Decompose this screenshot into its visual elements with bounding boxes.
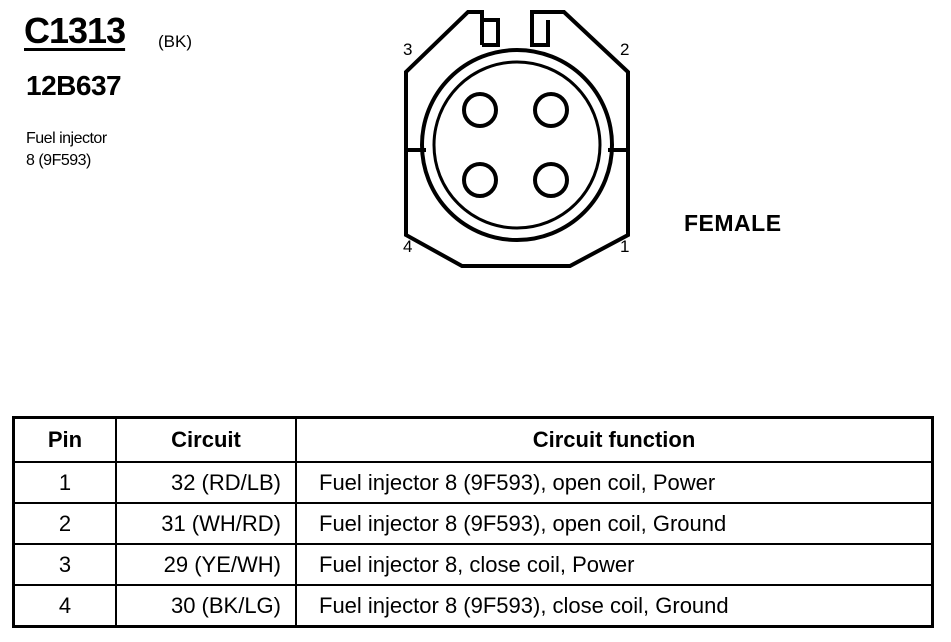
- connector-gender-label: FEMALE: [684, 210, 782, 236]
- pin-label-1: 1: [620, 237, 629, 256]
- connector-id: C1313: [24, 10, 126, 51]
- component-description-line: Fuel injector: [26, 130, 107, 147]
- cell-pin: 2: [12, 502, 117, 545]
- table-row: 4 30 (BK/LG) Fuel injector 8 (9F593), cl…: [12, 584, 934, 628]
- pin-cavity-4: [462, 162, 498, 198]
- cell-function: Fuel injector 8 (9F593), open coil, Powe…: [295, 461, 934, 504]
- table-row: 3 29 (YE/WH) Fuel injector 8, close coil…: [12, 543, 934, 586]
- table-row: 1 32 (RD/LB) Fuel injector 8 (9F593), op…: [12, 461, 934, 504]
- part-number: 12B637: [26, 70, 122, 101]
- pin-label-2: 2: [620, 40, 629, 59]
- cell-circuit: 32 (RD/LB): [115, 461, 297, 504]
- cell-function: Fuel injector 8 (9F593), close coil, Gro…: [295, 584, 934, 628]
- cell-pin: 4: [12, 584, 117, 628]
- connector-housing-outline: [404, 10, 630, 268]
- cell-function: Fuel injector 8, close coil, Power: [295, 543, 934, 586]
- pin-label-3: 3: [403, 40, 412, 59]
- cell-pin: 1: [12, 461, 117, 504]
- header-circuit: Circuit: [115, 416, 297, 463]
- cell-circuit: 31 (WH/RD): [115, 502, 297, 545]
- pin-cavity-1: [533, 162, 569, 198]
- cell-circuit: 29 (YE/WH): [115, 543, 297, 586]
- connector-face-ring: [420, 48, 614, 242]
- pin-cavity-3: [462, 92, 498, 128]
- cell-function: Fuel injector 8 (9F593), open coil, Grou…: [295, 502, 934, 545]
- pin-cavity-2: [533, 92, 569, 128]
- table-row: 2 31 (WH/RD) Fuel injector 8 (9F593), op…: [12, 502, 934, 545]
- connector-face-inner: [432, 60, 602, 230]
- cell-pin: 3: [12, 543, 117, 586]
- header-pin: Pin: [12, 416, 117, 463]
- component-description: Fuel injector 8 (9F593): [26, 128, 107, 172]
- header-circuit-function: Circuit function: [295, 416, 934, 463]
- table-header-row: Pin Circuit Circuit function: [12, 416, 934, 463]
- pin-label-4: 4: [403, 237, 412, 256]
- connector-key-notch: [482, 18, 500, 47]
- connector-face-diagram: 3 2 4 1: [403, 10, 630, 268]
- component-description-line: 8 (9F593): [26, 152, 91, 169]
- connector-color: (BK): [158, 32, 192, 51]
- cell-circuit: 30 (BK/LG): [115, 584, 297, 628]
- pinout-table: Pin Circuit Circuit function 1 32 (RD/LB…: [12, 416, 934, 628]
